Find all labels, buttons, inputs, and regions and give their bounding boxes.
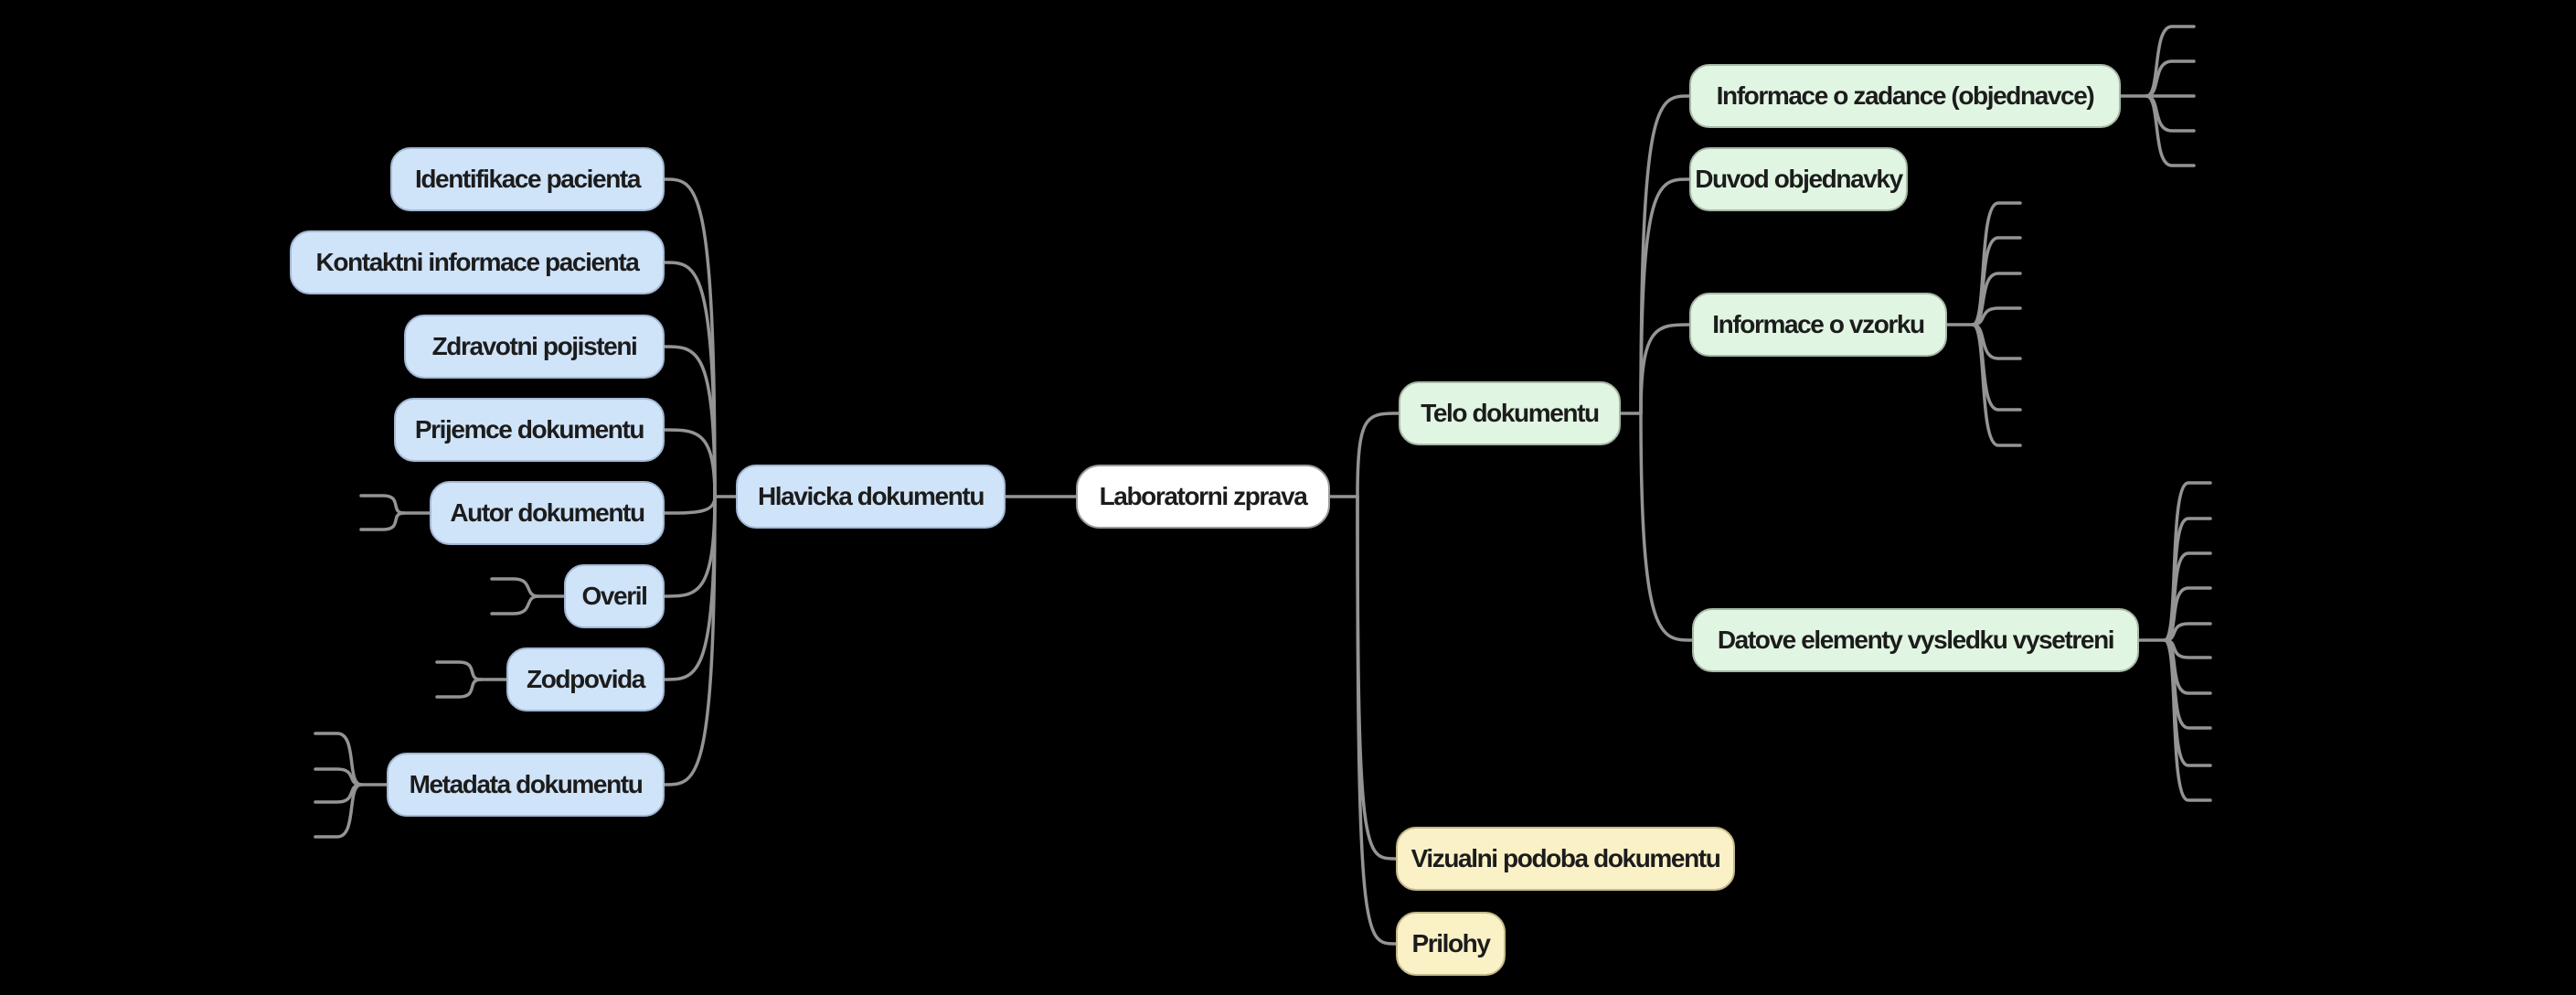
fork-prong-overil-2 <box>490 594 540 615</box>
node-zodpovida[interactable]: Zodpovida <box>506 647 665 711</box>
edge-root-vizualni <box>1356 495 1398 861</box>
node-prijemce-dokumentu[interactable]: Prijemce dokumentu <box>394 398 665 462</box>
node-duvod-objednavky[interactable]: Duvod objednavky <box>1689 147 1908 211</box>
fork-prong-overil-1 <box>490 577 540 598</box>
node-overil[interactable]: Overil <box>564 564 665 628</box>
node-telo-dokumentu[interactable]: Telo dokumentu <box>1399 381 1621 445</box>
edge-hlavicka-metadata <box>663 495 717 786</box>
collapsed-children-indicator-datove[interactable] <box>2137 481 2212 802</box>
collapsed-children-indicator-overil[interactable] <box>490 577 566 615</box>
edge-telo-vzorku <box>1639 323 1691 415</box>
edge-hlavicka-prijemce <box>663 428 717 498</box>
node-laboratorni-zprava-root[interactable]: Laboratorni zprava <box>1076 465 1330 529</box>
collapsed-children-indicator-autor[interactable] <box>359 494 431 531</box>
node-hlavicka-dokumentu[interactable]: Hlavicka dokumentu <box>736 465 1006 529</box>
fork-prong-zodpovida-1 <box>435 660 483 681</box>
node-label: Zdravotni pojisteni <box>431 332 638 360</box>
node-label: Autor dokumentu <box>450 498 645 527</box>
node-zdravotni-pojisteni[interactable]: Zdravotni pojisteni <box>404 315 665 379</box>
edge-root-prilohy <box>1356 495 1398 946</box>
edge-hlavicka-autor <box>663 495 717 515</box>
fork-prong-zadance-5 <box>2145 94 2196 167</box>
collapsed-children-indicator-vzorku[interactable] <box>1945 201 2022 447</box>
node-identifikace-pacienta[interactable]: Identifikace pacienta <box>390 147 665 211</box>
node-label: Prilohy <box>1411 929 1491 958</box>
collapsed-children-indicator-zodpovida[interactable] <box>435 660 508 699</box>
node-label: Informace o vzorku <box>1712 310 1925 338</box>
node-datove-elementy-vysledku-vysetreni[interactable]: Datove elementy vysledku vysetreni <box>1692 608 2139 672</box>
branch-fan-telo-right <box>1619 94 1694 642</box>
node-label: Prijemce dokumentu <box>414 415 645 444</box>
node-label: Vizualni podoba dokumentu <box>1410 844 1721 872</box>
node-informace-o-zadance[interactable]: Informace o zadance (objednavce) <box>1689 64 2121 128</box>
node-label: Datove elementy vysledku vysetreni <box>1717 626 2115 654</box>
node-label: Telo dokumentu <box>1421 399 1600 427</box>
branch-fan-hlavicka-left <box>663 177 738 786</box>
node-label: Identifikace pacienta <box>414 165 641 193</box>
edge-hlavicka-zodpovida <box>663 495 717 681</box>
node-label: Metadata dokumentu <box>409 770 644 798</box>
node-prilohy[interactable]: Prilohy <box>1396 912 1506 976</box>
collapsed-children-indicator-zadance[interactable] <box>2119 25 2196 167</box>
node-label: Duvod objednavky <box>1695 165 1903 193</box>
fork-prong-autor-1 <box>359 494 406 515</box>
branch-fan-root-right <box>1328 412 1400 946</box>
node-label: Kontaktni informace pacienta <box>315 248 640 276</box>
node-label: Overil <box>581 582 648 610</box>
edge-telo-datove <box>1639 412 1694 642</box>
fork-prong-metadata-1 <box>314 732 363 786</box>
edge-hlavicka-zdravotni <box>663 345 717 498</box>
edge-telo-duvod <box>1639 177 1691 415</box>
edge-hlavicka-kontaktni <box>663 261 717 498</box>
edge-root-telo <box>1356 412 1400 498</box>
node-vizualni-podoba-dokumentu[interactable]: Vizualni podoba dokumentu <box>1396 827 1735 891</box>
node-label: Zodpovida <box>527 665 645 693</box>
node-metadata-dokumentu[interactable]: Metadata dokumentu <box>387 753 665 817</box>
node-label: Informace o zadance (objednavce) <box>1716 81 2095 110</box>
node-informace-o-vzorku[interactable]: Informace o vzorku <box>1689 293 1947 357</box>
collapsed-children-indicator-metadata[interactable] <box>314 732 389 839</box>
node-label: Hlavicka dokumentu <box>757 482 985 510</box>
fork-prong-vzorku-7 <box>1971 323 2022 447</box>
fork-prong-autor-2 <box>359 511 406 531</box>
node-label: Laboratorni zprava <box>1099 482 1308 510</box>
fork-prong-zodpovida-2 <box>435 678 483 699</box>
fork-prong-metadata-4 <box>314 783 363 839</box>
fork-prong-datove-10 <box>2163 638 2212 802</box>
edge-telo-zadance <box>1639 94 1691 415</box>
node-kontaktni-informace-pacienta[interactable]: Kontaktni informace pacienta <box>290 230 665 294</box>
node-autor-dokumentu[interactable]: Autor dokumentu <box>430 481 665 545</box>
